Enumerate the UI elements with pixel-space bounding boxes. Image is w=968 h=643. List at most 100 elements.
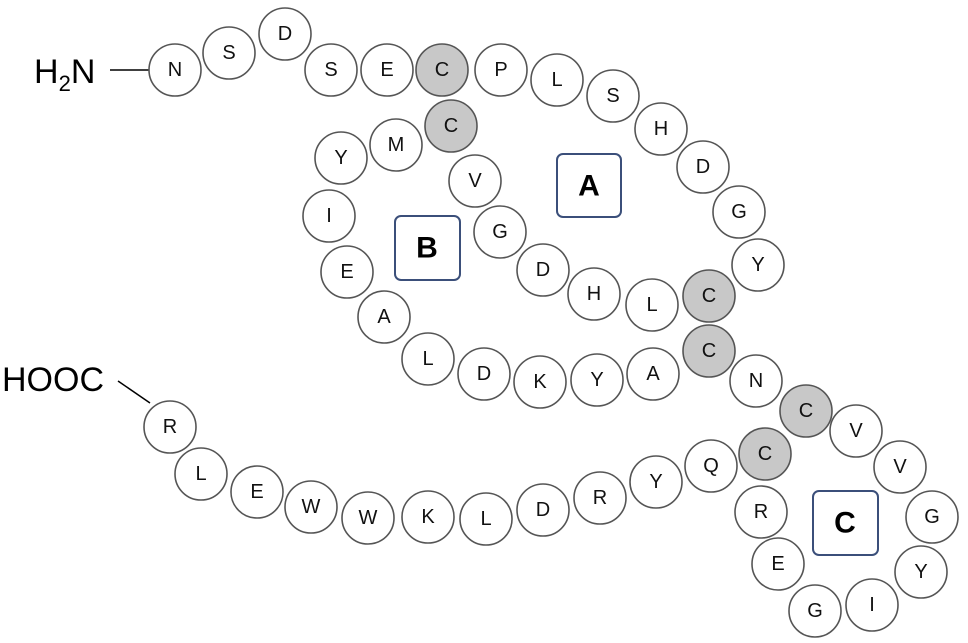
residue-letter: P [494,59,507,81]
residue-41: R [734,485,788,539]
loop-a-text: A [578,170,600,203]
residue-circle [567,267,621,321]
residue-circle [174,447,228,501]
residue-circle [516,243,570,297]
residue-9: S [586,69,640,123]
residue-53: R [143,400,197,454]
residue-letter: R [593,487,607,509]
residue-circle [712,185,766,239]
residue-circle [474,43,528,97]
residue-5: E [360,43,414,97]
n-terminus-label: H2N [34,53,95,96]
residue-letter: R [163,416,177,438]
loop-c-text: C [834,507,856,540]
residue-30: A [626,347,680,401]
loop-b-box [394,215,461,281]
residue-letter: G [807,600,823,622]
residue-letter: C [758,443,772,465]
residue-letter: Y [334,147,347,169]
residue-circle [302,189,356,243]
residue-7: P [474,43,528,97]
residue-43: Q [684,439,738,493]
residue-circle [513,355,567,409]
residue-circle [457,347,511,401]
residue-1: N [148,43,202,97]
residue-40: E [751,537,805,591]
residue-circle [320,245,374,299]
residue-circle [729,354,783,408]
residue-circle [530,53,584,107]
residue-15: L [625,278,679,332]
residue-letter: D [278,23,292,45]
residue-28: K [513,355,567,409]
residue-letter: M [388,134,405,156]
residue-circle [829,404,883,458]
residue-circle [894,545,948,599]
residue-18: G [473,205,527,259]
residue-letter: Y [649,471,662,493]
residue-20: C [424,99,478,153]
residue-45: R [573,471,627,525]
cysteine-circle [424,99,478,153]
residue-letter: R [754,501,768,523]
c-terminus-label: HOOC [2,361,104,399]
residue-circle [473,205,527,259]
residue-letter: N [749,370,763,392]
cysteine-circle [738,427,792,481]
residue-circle [143,400,197,454]
residue-4: S [304,43,358,97]
residue-19: V [448,154,502,208]
residue-17: D [516,243,570,297]
residue-circle [625,278,679,332]
residue-13: Y [731,238,785,292]
residue-29: Y [570,353,624,407]
loop-b-text: B [416,232,438,265]
residue-38: I [845,578,899,632]
loop-label-a: A [556,153,622,218]
residue-circle [634,102,688,156]
residue-letter: V [849,420,863,442]
residue-letter: W [359,507,378,529]
residue-23: I [302,189,356,243]
residue-circle [230,465,284,519]
residue-letter: C [702,285,716,307]
residue-circle [360,43,414,97]
residue-circle [570,353,624,407]
residue-circle [258,7,312,61]
residue-22: Y [314,131,368,185]
residue-6: C [415,43,469,97]
residue-letter: D [536,259,550,281]
residue-34: V [829,404,883,458]
residue-circle [573,471,627,525]
residue-letter: C [444,115,458,137]
residue-letter: D [536,499,550,521]
cysteine-circle [682,269,736,323]
residue-letter: N [168,59,182,81]
residue-circle [586,69,640,123]
residue-letter: G [924,506,940,528]
residue-circle [314,131,368,185]
residue-44: Y [629,455,683,509]
residue-letter: Q [703,455,719,477]
residue-letter: I [326,205,332,227]
residue-circle [751,537,805,591]
residue-8: L [530,53,584,107]
residue-51: E [230,465,284,519]
residue-letter: E [771,553,784,575]
residue-letter: A [646,363,660,385]
residue-circle [845,578,899,632]
residue-36: G [905,490,959,544]
residue-33: C [779,384,833,438]
residue-letter: G [492,221,508,243]
residue-circle [626,347,680,401]
residue-circle [629,455,683,509]
residue-11: D [676,140,730,194]
residue-circle [357,290,411,344]
residue-letter: L [646,294,657,316]
residue-circle [684,439,738,493]
residue-3: D [258,7,312,61]
residue-letter: Y [590,369,603,391]
residue-50: W [284,480,338,534]
residue-letter: C [702,340,716,362]
